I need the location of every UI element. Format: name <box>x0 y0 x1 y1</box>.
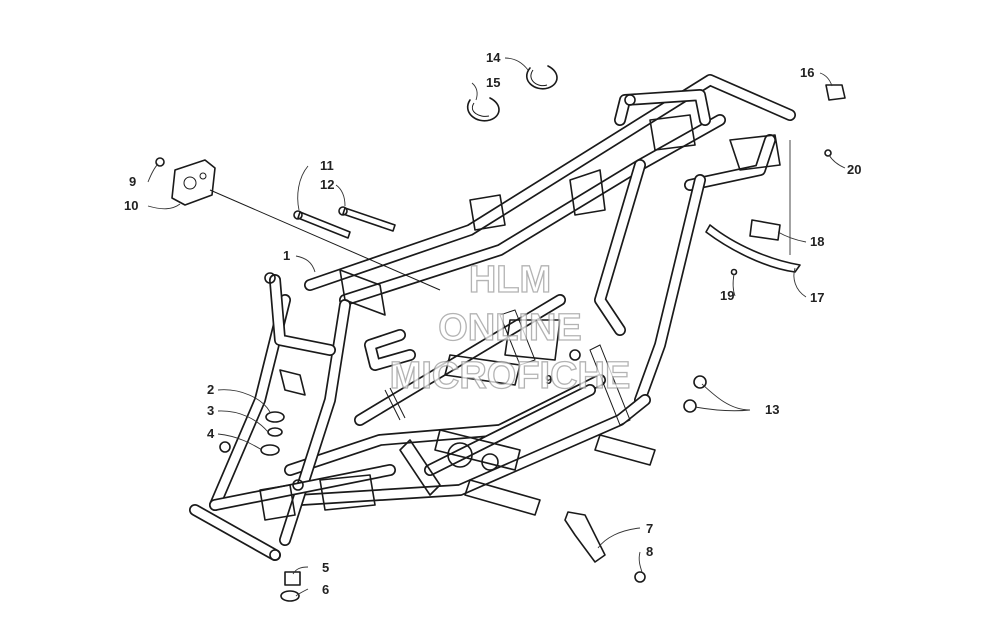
callout-9-rear: 9 <box>545 372 552 387</box>
callout-12: 12 <box>320 177 334 192</box>
callout-15: 15 <box>486 75 500 90</box>
callout-numbers: 1 2 3 4 5 6 7 8 9 10 11 12 13 14 15 16 1… <box>124 50 861 597</box>
callout-20: 20 <box>847 162 861 177</box>
watermark: HLM ONLINE MICROFICHE <box>389 258 631 397</box>
callout-2: 2 <box>207 382 214 397</box>
washers-part-2-3-4 <box>260 411 285 456</box>
callout-16: 16 <box>800 65 814 80</box>
watermark-line-2: ONLINE <box>438 307 582 349</box>
cap-part-16 <box>824 84 846 157</box>
callout-3: 3 <box>207 403 214 418</box>
callout-7: 7 <box>646 521 653 536</box>
callout-4: 4 <box>207 426 215 441</box>
callout-5: 5 <box>322 560 329 575</box>
callout-18: 18 <box>810 234 824 249</box>
callout-8: 8 <box>646 544 653 559</box>
callout-19: 19 <box>720 288 734 303</box>
callout-11: 11 <box>320 158 334 173</box>
bushings-part-5-6 <box>280 571 301 602</box>
callout-14: 14 <box>486 50 501 65</box>
callout-1: 1 <box>283 248 290 263</box>
bolts-part-11-12 <box>293 206 396 239</box>
leader-lines <box>147 57 846 597</box>
clamp-part-14 <box>525 65 558 90</box>
bracket-part-17-18-19 <box>705 219 801 276</box>
watermark-line-3: MICROFICHE <box>390 355 631 397</box>
callout-13: 13 <box>765 402 779 417</box>
callout-6: 6 <box>322 582 329 597</box>
callout-10: 10 <box>124 198 138 213</box>
watermark-line-1: HLM <box>469 259 551 301</box>
front-plate-part-10 <box>155 157 441 291</box>
bracket-part-7 <box>564 511 646 583</box>
callout-9-front: 9 <box>129 174 136 189</box>
callout-17: 17 <box>810 290 824 305</box>
frame-assembly <box>189 74 796 561</box>
nuts-part-13 <box>683 375 707 413</box>
clamp-part-15 <box>466 97 500 122</box>
